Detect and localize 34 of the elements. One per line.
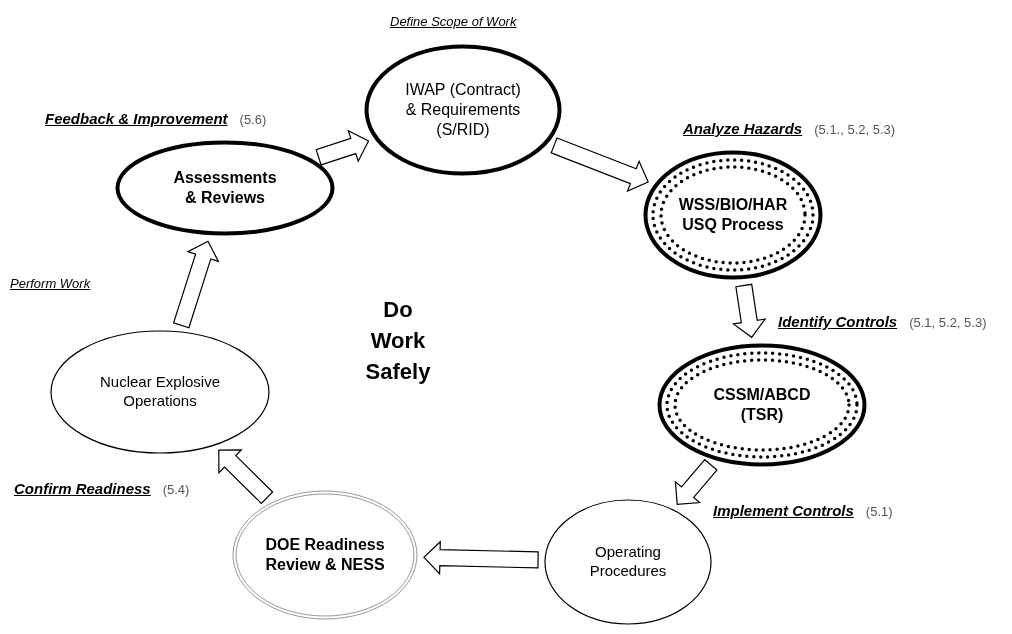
- double-ellipse: [232, 490, 418, 620]
- block-arrow: [423, 540, 539, 576]
- dotted-ellipse: [657, 343, 867, 467]
- node-text: Assessments & Reviews: [172, 168, 278, 208]
- stage-label: Implement Controls: [713, 501, 854, 521]
- stage-label: Define Scope of Work: [390, 13, 517, 31]
- stage-label: Analyze Hazards: [683, 119, 803, 139]
- stage-label: Perform Work: [10, 275, 91, 293]
- block-arrow: [731, 283, 767, 339]
- stage-label: Identify Controls: [778, 312, 898, 332]
- block-arrow: [315, 129, 370, 166]
- block-arrow: [172, 240, 220, 329]
- section-reference: (5.1, 5.2, 5.3): [909, 314, 987, 332]
- process-ellipse: [50, 330, 270, 454]
- block-arrow: [218, 449, 274, 505]
- node-text: CSSM/ABCD (TSR): [712, 385, 812, 425]
- stage-label: Confirm Readiness: [14, 479, 151, 499]
- block-arrow: [550, 137, 649, 193]
- section-reference: (5.4): [162, 481, 190, 499]
- node-text: IWAP (Contract) & Requirements (S/RID): [404, 80, 522, 140]
- process-ellipse: [115, 140, 335, 236]
- section-reference: (5.6): [239, 111, 267, 129]
- node-text: WSS/BIO/HAR USQ Process: [677, 195, 789, 235]
- center-title: Do Work Safely: [364, 296, 432, 386]
- block-arrow: [674, 458, 718, 506]
- process-ellipse: [544, 499, 712, 625]
- node-text: DOE Readiness Review & NESS: [264, 535, 386, 575]
- dotted-ellipse: [643, 150, 823, 280]
- section-reference: (5.1): [865, 503, 893, 521]
- section-reference: (5.1., 5.2, 5.3): [814, 121, 896, 139]
- stage-label: Feedback & Improvement: [45, 109, 228, 129]
- node-text: Nuclear Explosive Operations: [98, 373, 222, 411]
- node-text: Operating Procedures: [588, 543, 668, 581]
- process-ellipse: [364, 44, 562, 176]
